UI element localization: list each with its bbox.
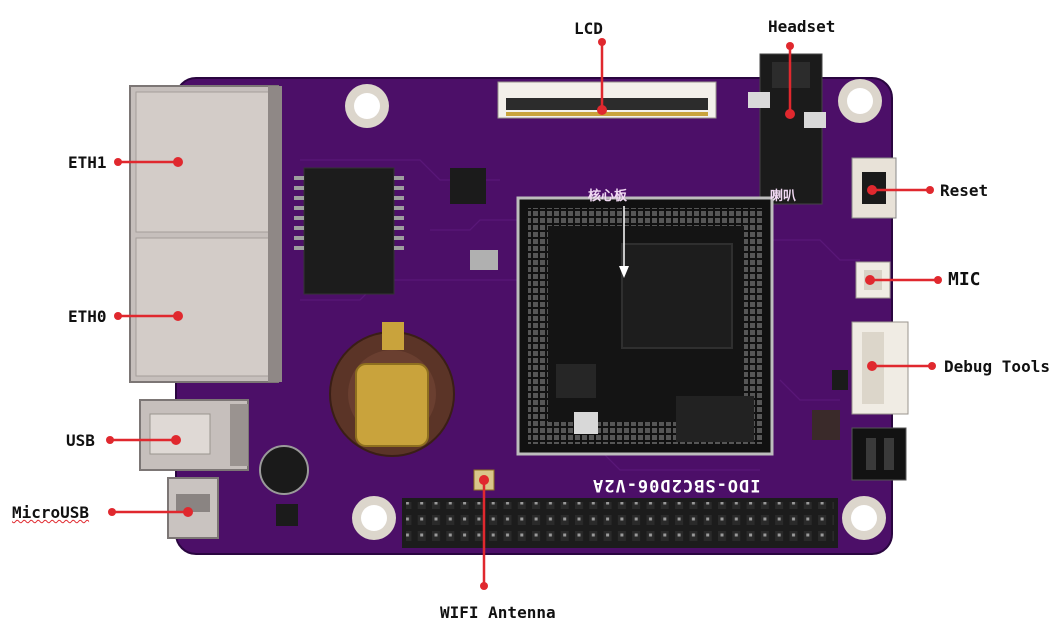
ethernet-transformer	[294, 167, 404, 295]
battery-holder-icon	[329, 322, 455, 457]
smd-components	[276, 168, 848, 526]
label-reset: Reset	[940, 181, 989, 200]
label-microusb: MicroUSB	[12, 503, 90, 522]
label-wifi-antenna: WIFI Antenna	[440, 603, 556, 622]
label-debug-tools: Debug Tools	[944, 357, 1050, 376]
label-core-module: 核心板	[588, 189, 628, 204]
lcd-fpc-connector	[497, 81, 717, 119]
micro-usb-port-icon	[167, 477, 219, 539]
label-usb: USB	[66, 431, 95, 450]
core-module-arrowhead	[619, 266, 629, 278]
headset-jack-icon	[748, 53, 826, 205]
ethernet-port-icon	[129, 85, 282, 383]
label-mic: MIC	[948, 269, 981, 290]
mounting-holes	[345, 79, 886, 540]
debug-connector	[851, 321, 909, 415]
pin-header-pins	[406, 502, 834, 544]
reset-button-icon	[851, 157, 897, 219]
label-eth1: ETH1	[68, 153, 107, 172]
board-silkscreen: IDO-SBC2D06-V2A	[592, 475, 761, 495]
label-speaker: 喇叭	[770, 189, 797, 204]
power-header	[851, 427, 907, 481]
cpu-chip-icon	[516, 196, 774, 456]
label-headset: Headset	[768, 17, 836, 36]
label-lcd: LCD	[574, 19, 603, 38]
label-eth0: ETH0	[68, 307, 107, 326]
electrolytic-capacitor	[259, 445, 309, 495]
callout-leaders	[106, 38, 942, 590]
usb-port-icon	[139, 399, 249, 471]
